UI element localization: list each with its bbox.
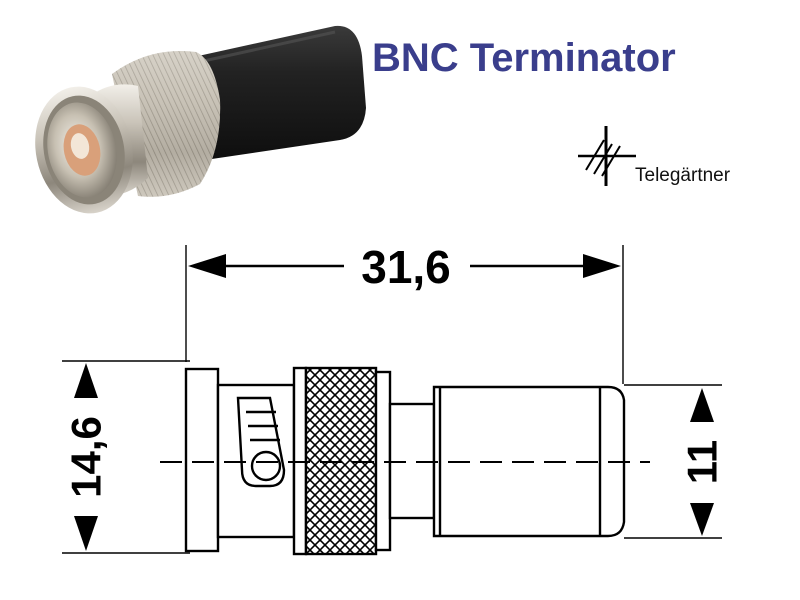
body-diameter-label: 11 — [679, 440, 726, 484]
page-title: BNC Terminator — [372, 36, 676, 80]
photo-front-ring — [35, 86, 133, 214]
photo-sleeve — [180, 25, 366, 160]
length-dimension-label: 31,6 — [361, 241, 451, 293]
body-diameter-dimension: 11 — [679, 388, 726, 536]
length-dimension: 31,6 — [188, 241, 621, 293]
product-photo — [35, 25, 366, 214]
brand-name: Telegärtner — [635, 165, 731, 186]
extension-lines — [62, 245, 722, 554]
telegartner-logo-icon — [578, 126, 636, 186]
flange-diameter-dimension: 14,6 — [63, 363, 110, 551]
flange-diameter-label: 14,6 — [63, 416, 110, 498]
